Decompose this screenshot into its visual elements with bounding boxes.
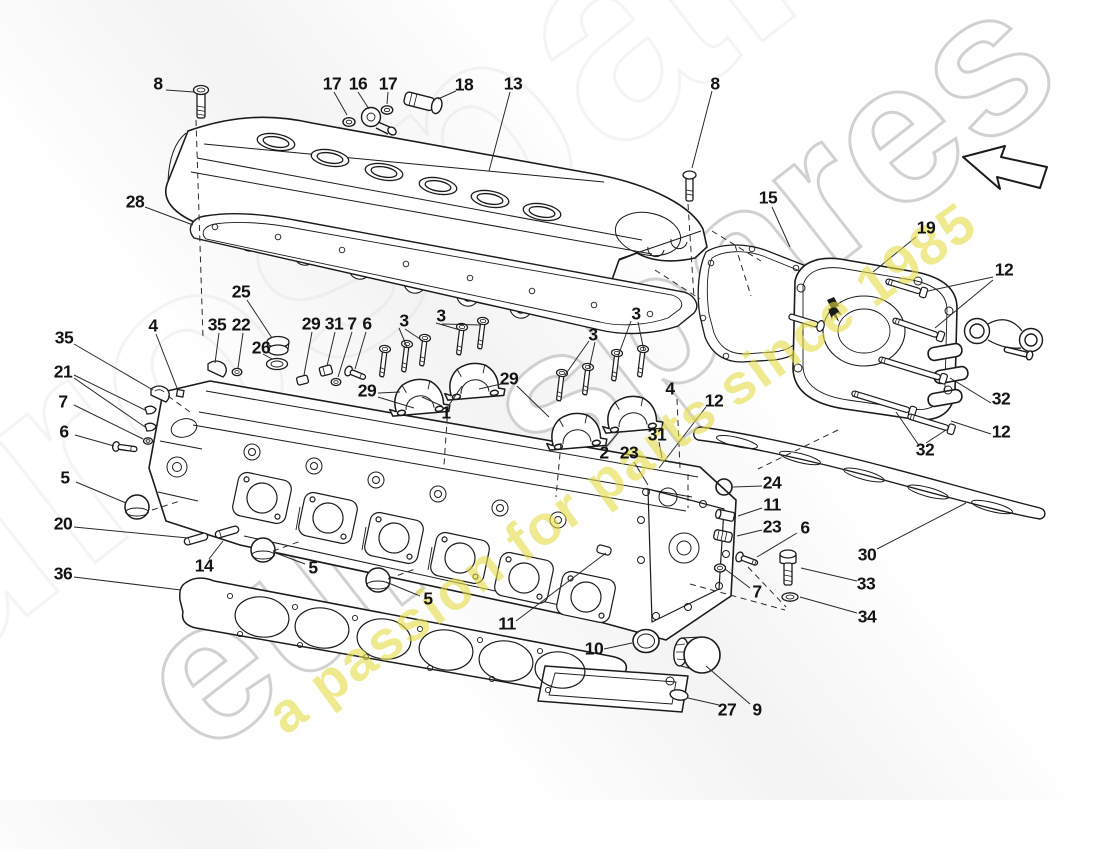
part-callout-10-54: 10 — [584, 638, 604, 659]
part-callout-7-37: 7 — [58, 391, 68, 412]
washer-34 — [781, 592, 799, 602]
part-callout-15-8: 15 — [758, 187, 778, 208]
left-small-parts — [111, 335, 367, 453]
part-callout-32-35: 32 — [915, 439, 935, 460]
part-callout-8-0: 8 — [153, 73, 163, 94]
part-callout-16-2: 16 — [348, 73, 368, 94]
part-callout-20-42: 20 — [53, 513, 73, 534]
part-callout-1-27: 1 — [441, 402, 451, 423]
part-callout-4-13: 4 — [148, 315, 158, 336]
direction-arrow-icon — [962, 145, 1048, 190]
part-callout-6-20: 6 — [362, 313, 372, 334]
part-callout-18-4: 18 — [454, 74, 474, 95]
part-callout-36-49: 36 — [53, 563, 73, 584]
part-callout-3-24: 3 — [631, 303, 641, 324]
part-callout-4-31: 4 — [665, 378, 675, 399]
part-callout-12-32: 12 — [704, 390, 724, 411]
part-callout-14-45: 14 — [194, 555, 214, 576]
part-callout-5-46: 5 — [308, 557, 318, 578]
part-callout-11-53: 11 — [498, 613, 516, 634]
cover-bolt-8-right — [682, 170, 697, 202]
part-callout-3-21: 3 — [399, 310, 409, 331]
assembly-dashed-lines — [151, 119, 839, 611]
o-ring-27 — [669, 689, 689, 701]
part-callout-3-22: 3 — [436, 305, 446, 326]
part-callout-17-3: 17 — [378, 73, 398, 94]
part-callout-23-29: 23 — [619, 442, 639, 463]
part-callout-21-36: 21 — [53, 361, 73, 382]
part-callout-6-38: 6 — [59, 421, 69, 442]
part-callout-32-33: 32 — [991, 388, 1011, 409]
support-bracket — [963, 317, 1044, 361]
part-callout-23-43: 23 — [762, 516, 782, 537]
part-callout-29-17: 29 — [301, 313, 321, 334]
part-callout-34-50: 34 — [857, 606, 877, 627]
part-callout-28-7: 28 — [125, 191, 145, 212]
part-callout-31-30: 31 — [647, 424, 667, 445]
cast-logo-mark — [827, 297, 842, 322]
part-callout-7-19: 7 — [347, 313, 357, 334]
cylinder-head — [148, 380, 737, 641]
part-callout-22-15: 22 — [231, 314, 251, 335]
breather-valve-16 — [360, 106, 397, 136]
head-gasket-36 — [179, 577, 689, 713]
part-callout-19-9: 19 — [916, 217, 936, 238]
cover-bolt-8-left — [192, 84, 210, 119]
part-callout-17-1: 17 — [322, 73, 342, 94]
part-callout-12-10: 12 — [994, 259, 1014, 280]
gasket-30 — [693, 426, 1046, 520]
part-callout-11-41: 11 — [763, 494, 781, 515]
part-callout-6-44: 6 — [800, 517, 810, 538]
part-callout-5-51: 5 — [423, 588, 433, 609]
leader-lines — [73, 89, 994, 706]
camshaft-housing-19 — [788, 257, 969, 421]
screw-plug-9 — [673, 636, 721, 674]
housing-bolts-12-32 — [851, 278, 956, 436]
part-callout-26-16: 26 — [251, 337, 271, 358]
part-callout-24-40: 24 — [762, 472, 782, 493]
part-callout-35-12: 35 — [54, 327, 74, 348]
valve-cover-gasket — [189, 213, 698, 335]
part-callout-3-23: 3 — [588, 324, 598, 345]
part-callout-27-55: 27 — [717, 699, 737, 720]
part-callout-25-11: 25 — [231, 281, 251, 302]
part-callout-9-56: 9 — [752, 699, 762, 720]
part-callout-13-5: 13 — [503, 73, 523, 94]
seal-ring-10 — [632, 628, 660, 654]
part-callout-2-28: 2 — [599, 442, 609, 463]
part-callout-12-34: 12 — [991, 421, 1011, 442]
part-callout-5-39: 5 — [60, 467, 70, 488]
part-callout-33-48: 33 — [856, 573, 876, 594]
part-callout-30-47: 30 — [857, 544, 877, 565]
exploded-parts-drawing — [73, 84, 1048, 713]
part-callout-29-25: 29 — [357, 380, 377, 401]
right-small-parts — [713, 478, 799, 602]
part-callout-31-18: 31 — [324, 313, 344, 334]
bolt-33 — [779, 549, 797, 586]
part-callout-7-52: 7 — [752, 581, 762, 602]
part-callout-29-26: 29 — [499, 368, 519, 389]
part-callout-35-14: 35 — [207, 314, 227, 335]
banjo-bolt-18 — [403, 91, 443, 115]
part-callout-8-6: 8 — [710, 73, 720, 94]
